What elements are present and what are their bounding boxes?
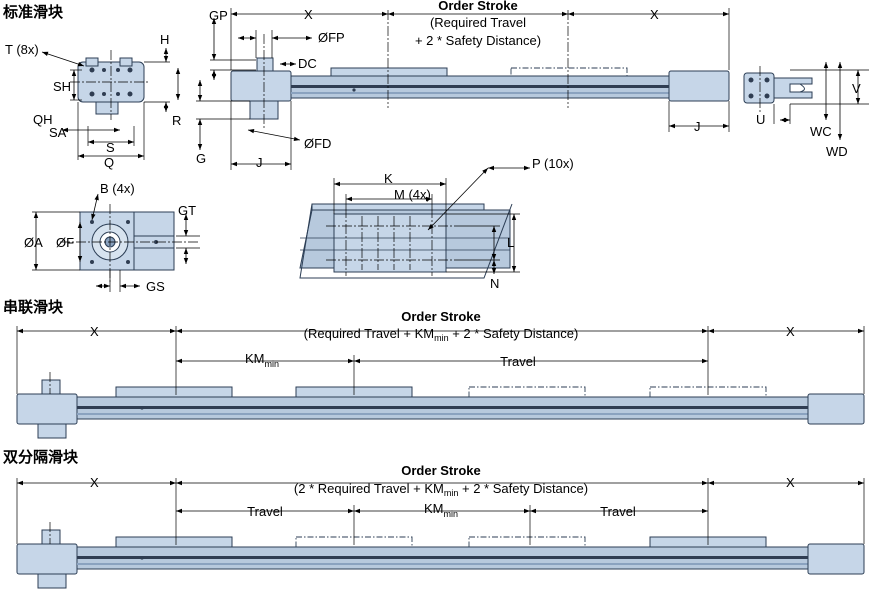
label-f: ØF <box>56 235 74 250</box>
label-v: V <box>852 81 861 96</box>
label-p-10x: P (10x) <box>532 156 574 171</box>
label-sh: SH <box>53 79 71 94</box>
standard-slider-rail <box>230 10 730 128</box>
title-bi-parting-slider: 双分隔滑块 <box>3 448 79 466</box>
label-q: Q <box>104 155 114 170</box>
label-g: G <box>196 151 206 166</box>
label-t-8x: T (8x) <box>5 42 39 57</box>
bi-parting-slider-rail <box>16 522 865 589</box>
label-b-4x: B (4x) <box>100 181 135 196</box>
order-stroke-title-standard: Order Stroke <box>438 0 517 13</box>
bi-parting-slider-dimensions <box>16 478 865 545</box>
label-a: ØA <box>24 235 43 250</box>
label-x-top-right: X <box>650 7 659 22</box>
label-x-tandem-right: X <box>786 324 795 339</box>
label-dc: DC <box>298 56 317 71</box>
label-travel-tandem: Travel <box>500 354 536 369</box>
label-fd: ØFD <box>304 136 331 151</box>
label-x-bi-right: X <box>786 475 795 490</box>
profile-cross-section <box>743 66 813 112</box>
label-gp: GP <box>209 8 228 23</box>
label-fp: ØFP <box>318 30 345 45</box>
label-travel-bi-right: Travel <box>600 504 636 519</box>
label-j-left: J <box>256 155 263 170</box>
label-l: L <box>507 235 514 250</box>
tandem-slider-rail <box>16 372 865 439</box>
order-stroke-title-bi: Order Stroke <box>401 463 480 478</box>
label-u: U <box>756 112 765 127</box>
label-sa: SA <box>49 125 67 140</box>
label-km-min-tandem: KMmin <box>245 351 279 369</box>
label-s: S <box>106 140 115 155</box>
label-k: K <box>384 171 393 186</box>
order-stroke-tandem-formula: (Required Travel + KMmin + 2 * Safety Di… <box>304 326 579 343</box>
end-view-carriage <box>70 50 150 120</box>
label-wc: WC <box>810 124 832 139</box>
carriage-top-view <box>299 203 513 279</box>
order-stroke-title-tandem: Order Stroke <box>401 309 480 324</box>
title-tandem-slider: 串联滑块 <box>3 298 64 316</box>
label-km-min-bi: KMmin <box>424 501 458 519</box>
end-view-dimensions <box>41 48 179 160</box>
motor-mount-view <box>60 204 200 282</box>
order-stroke-standard-line1: (Required Travel <box>430 15 526 30</box>
title-standard-slider: 标准滑块 <box>2 3 64 21</box>
label-x-tandem-left: X <box>90 324 99 339</box>
dimension-arrowheads <box>17 11 864 514</box>
label-gt: GT <box>178 203 196 218</box>
label-x-bi-left: X <box>90 475 99 490</box>
label-r: R <box>172 113 181 128</box>
label-h: H <box>160 32 169 47</box>
label-x-top-left: X <box>304 7 313 22</box>
label-travel-bi-left: Travel <box>247 504 283 519</box>
label-gs: GS <box>146 279 165 294</box>
label-qh: QH <box>33 112 53 127</box>
standard-slider-dimensions <box>196 8 730 170</box>
label-m-4x: M (4x) <box>394 187 431 202</box>
order-stroke-standard-line2: + 2 * Safety Distance) <box>415 33 541 48</box>
order-stroke-bi-formula: (2 * Required Travel + KMmin + 2 * Safet… <box>294 481 588 498</box>
label-wd: WD <box>826 144 848 159</box>
label-n: N <box>490 276 499 291</box>
label-j-right: J <box>694 119 701 134</box>
tandem-slider-dimensions <box>16 326 865 395</box>
